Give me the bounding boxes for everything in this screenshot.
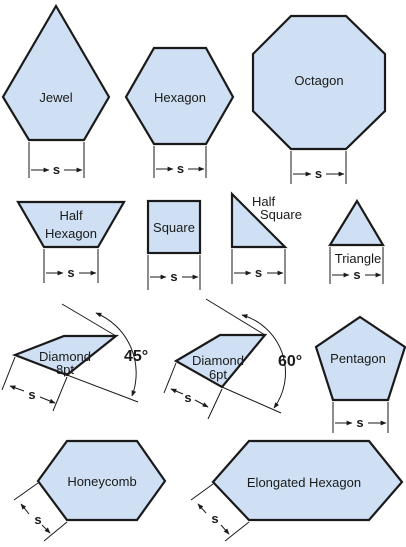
half-square-shape-group: Half Square s [230, 191, 302, 284]
pentagon-shape [314, 315, 406, 402]
half-hexagon-side-label: s [67, 265, 74, 280]
half-hexagon-shape [16, 200, 126, 249]
hexagon-shape [124, 46, 235, 146]
jewel-dimension: s [28, 142, 85, 178]
hexagon-shape-group: Hexagon s [124, 46, 235, 178]
diamond-8pt-label-line2: 8pt [56, 362, 74, 377]
diamond-6pt-angle-dimension: 60° [205, 298, 302, 414]
elongated-hexagon-dimension: s [190, 483, 250, 542]
half-hexagon-label-line1: Half [59, 208, 83, 223]
hexagon-label: Hexagon [154, 90, 206, 105]
pentagon-shape-group: Pentagon s [314, 315, 406, 433]
diamond-6pt-side-label: s [184, 390, 191, 405]
diamond-8pt-angle-label: 45° [124, 348, 148, 365]
jewel-shape [1, 3, 111, 142]
elongated-hexagon-shape-group: Elongated Hexagon s [190, 439, 404, 542]
triangle-shape [328, 198, 385, 247]
octagon-dimension: s [290, 151, 347, 184]
triangle-side-label: s [353, 267, 360, 282]
half-hexagon-label-line2: Hexagon [45, 226, 97, 241]
diamond-6pt-shape-group: Diamond 6pt 60° s [163, 298, 302, 420]
half-square-side-label: s [255, 265, 262, 280]
triangle-dimension: s [329, 247, 384, 284]
honeycomb-dimension: s [13, 482, 68, 542]
triangle-label: Triangle [335, 251, 381, 266]
octagon-shape-group: Octagon s [251, 14, 387, 184]
elongated-hexagon-side-label: s [211, 511, 218, 526]
diamond-6pt-label-line2: 6pt [209, 367, 227, 382]
jewel-shape-group: Jewel s [1, 3, 111, 178]
hexagon-dimension: s [153, 146, 207, 178]
jewel-side-label: s [53, 162, 60, 177]
diamond-6pt-label-line1: Diamond [192, 353, 244, 368]
pentagon-side-label: s [356, 415, 363, 430]
half-square-label-line2: Square [260, 207, 302, 222]
octagon-shape [251, 14, 387, 151]
jewel-label: Jewel [39, 90, 72, 105]
diamond-6pt-side-dimension: s [163, 362, 223, 420]
half-square-shape [230, 191, 288, 249]
triangle-shape-group: s Triangle [328, 198, 385, 284]
octagon-side-label: s [315, 166, 322, 181]
diamond-6pt-angle-label: 60° [278, 353, 302, 370]
honeycomb-shape-group: Honeycomb s [13, 439, 167, 542]
elongated-hexagon-label: Elongated Hexagon [247, 475, 361, 490]
square-dimension: s [147, 255, 201, 290]
honeycomb-shape [36, 439, 167, 522]
square-shape [146, 199, 202, 255]
diamond-8pt-shape-group: Diamond 8pt 45° s [1, 303, 148, 412]
octagon-label: Octagon [294, 73, 343, 88]
diamond-8pt-label-line1: Diamond [39, 349, 91, 364]
elongated-hexagon-shape [211, 439, 404, 522]
square-label: Square [153, 220, 195, 235]
half-square-dimension: s [231, 249, 286, 284]
square-side-label: s [170, 269, 177, 284]
honeycomb-side-label: s [34, 512, 41, 527]
pentagon-dimension: s [332, 402, 389, 433]
hexagon-side-label: s [177, 161, 184, 176]
diamond-8pt-angle-dimension: 45° [61, 303, 148, 403]
half-square-label-line1: Half [252, 194, 276, 209]
half-hexagon-dimension: s [43, 249, 99, 283]
honeycomb-label: Honeycomb [67, 474, 136, 489]
diamond-8pt-side-dimension: s [1, 356, 68, 412]
pentagon-label: Pentagon [330, 351, 386, 366]
diamond-8pt-side-label: s [28, 387, 35, 402]
square-shape-group: Square s [146, 199, 202, 290]
half-hexagon-shape-group: Half Hexagon s [16, 200, 126, 283]
